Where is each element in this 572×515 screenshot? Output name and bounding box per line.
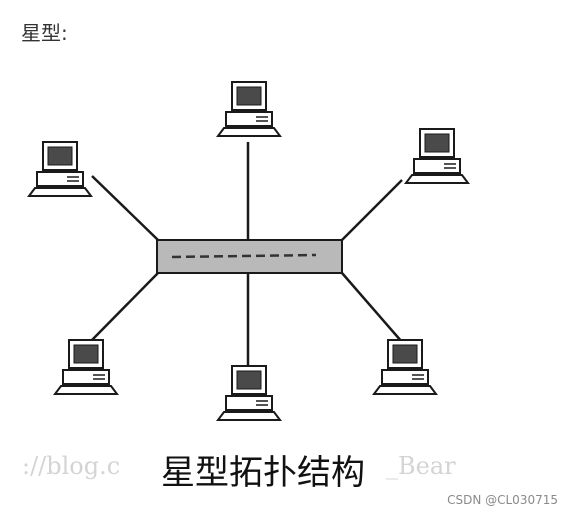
desktop-computer-icon bbox=[217, 365, 281, 421]
link-upper-left bbox=[91, 175, 159, 241]
desktop-computer-icon bbox=[217, 81, 281, 137]
desktop-computer-icon bbox=[373, 339, 437, 395]
watermark-text: ://blog.c bbox=[22, 452, 120, 480]
link-lower-left bbox=[91, 272, 159, 341]
desktop-computer-icon bbox=[54, 339, 118, 395]
watermark-text-tail: _Bear bbox=[386, 452, 456, 480]
diagram-caption: 星型拓扑结构 bbox=[161, 453, 365, 493]
section-heading: 星型: bbox=[21, 21, 68, 45]
source-credit: CSDN @CL030715 bbox=[447, 493, 558, 507]
desktop-computer-icon bbox=[28, 141, 92, 197]
desktop-computer-icon bbox=[405, 128, 469, 184]
connection-lines bbox=[91, 142, 403, 368]
link-lower-right bbox=[341, 272, 403, 343]
hub-switch-icon bbox=[156, 239, 343, 274]
link-upper-right bbox=[341, 179, 403, 241]
